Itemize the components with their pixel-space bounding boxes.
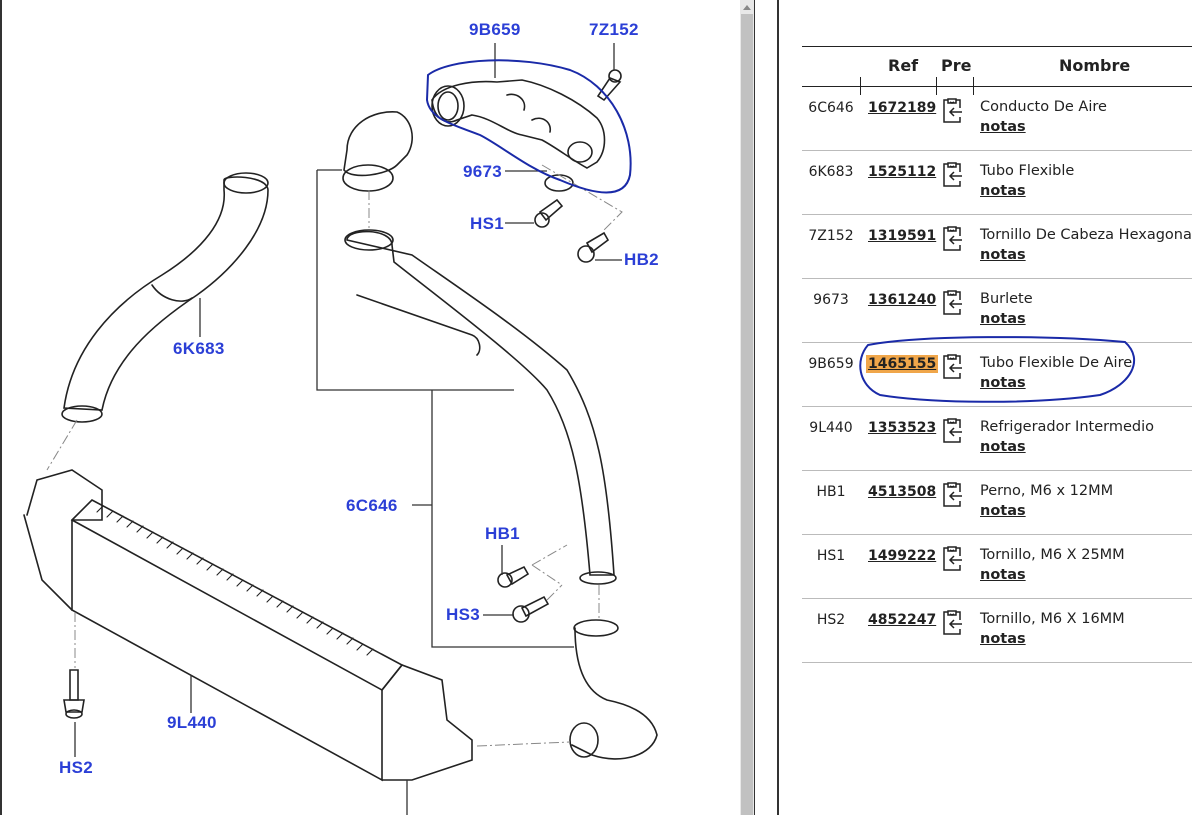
pane-divider [754, 0, 755, 815]
header-ref: Ref [888, 56, 919, 75]
part-ref-link[interactable]: 4852247 [868, 612, 937, 628]
diagram-scrollbar[interactable] [740, 0, 754, 815]
part-HS3-drawing [512, 595, 550, 623]
callout-HS2[interactable]: HS2 [59, 758, 93, 777]
callout-9673[interactable]: 9673 [463, 162, 503, 181]
part-6K683-drawing [61, 172, 269, 423]
callout-HS1[interactable]: HS1 [470, 214, 504, 233]
part-HS2-drawing [63, 669, 85, 719]
column-tick [973, 77, 974, 95]
part-HS1-drawing [534, 198, 564, 228]
part-name: Conducto De Aire [980, 99, 1107, 115]
clipboard-arrow-icon[interactable] [940, 289, 964, 317]
pane-divider [777, 0, 779, 815]
clipboard-arrow-icon[interactable] [940, 609, 964, 637]
part-ref-link[interactable]: 4513508 [868, 484, 937, 500]
table-body: 6C646 1672189 Conducto De Aire notas 6K6… [802, 87, 1192, 663]
notes-link[interactable]: notas [980, 247, 1026, 263]
header-pre: Pre [941, 56, 972, 75]
column-tick [860, 77, 861, 95]
parts-diagram: 9B659 7Z152 9673 HS1 HB2 6K683 6C646 HB1… [0, 0, 659, 815]
notes-link[interactable]: notas [980, 183, 1026, 199]
part-ref-link[interactable]: 1672189 [868, 100, 937, 116]
part-code: HS1 [816, 548, 846, 564]
notes-link[interactable]: notas [980, 311, 1026, 327]
clipboard-arrow-icon[interactable] [940, 97, 964, 125]
notes-link[interactable]: notas [980, 567, 1026, 583]
clipboard-arrow-icon[interactable] [940, 417, 964, 445]
part-7Z152-drawing [596, 69, 622, 102]
table-row[interactable]: 7Z152 1319591 Tornillo De Cabeza Hexagon… [802, 215, 1192, 279]
scroll-up-arrow-icon[interactable] [740, 0, 754, 14]
part-ref-link[interactable]: 1361240 [868, 292, 937, 308]
part-HB2-drawing [577, 231, 610, 263]
column-tick [936, 77, 937, 95]
part-name: Tornillo De Cabeza Hexagonal [980, 227, 1192, 243]
diagram-drawing [23, 43, 658, 815]
callout-HS3[interactable]: HS3 [446, 605, 480, 624]
part-name: Refrigerador Intermedio [980, 419, 1154, 435]
part-ref-link[interactable]: 1499222 [868, 548, 937, 564]
part-name: Tornillo, M6 X 16MM [980, 611, 1125, 627]
callout-9L440[interactable]: 9L440 [167, 713, 217, 732]
header-nombre: Nombre [1059, 56, 1131, 75]
callout-9B659[interactable]: 9B659 [469, 20, 521, 39]
table-row[interactable]: 9B659 1465155 Tubo Flexible De Aire nota… [802, 343, 1192, 407]
table-row[interactable]: 6C646 1672189 Conducto De Aire notas [802, 87, 1192, 151]
part-name: Burlete [980, 291, 1033, 307]
part-ref-link[interactable]: 1319591 [868, 228, 937, 244]
callout-HB2[interactable]: HB2 [624, 250, 659, 269]
clipboard-arrow-icon[interactable] [940, 481, 964, 509]
part-code: 7Z152 [808, 228, 854, 244]
part-code: HS2 [816, 612, 846, 628]
table-row[interactable]: 9673 1361240 Burlete notas [802, 279, 1192, 343]
part-ref-link[interactable]: 1525112 [868, 164, 937, 180]
table-row[interactable]: HB1 4513508 Perno, M6 x 12MM notas [802, 471, 1192, 535]
part-9673-drawing [544, 174, 574, 192]
table-row[interactable]: HS2 4852247 Tornillo, M6 X 16MM notas [802, 599, 1192, 663]
part-ref-link[interactable]: 1465155 [866, 355, 939, 373]
part-code: 9L440 [809, 420, 853, 436]
notes-link[interactable]: notas [980, 631, 1026, 647]
part-code: 9B659 [808, 356, 854, 372]
part-ref-link[interactable]: 1353523 [868, 420, 937, 436]
table-row[interactable]: HS1 1499222 Tornillo, M6 X 25MM notas [802, 535, 1192, 599]
callout-7Z152[interactable]: 7Z152 [589, 20, 639, 39]
scrollbar-thumb[interactable] [741, 14, 753, 815]
clipboard-arrow-icon[interactable] [940, 545, 964, 573]
part-code: 6C646 [808, 100, 854, 116]
notes-link[interactable]: notas [980, 375, 1026, 391]
callout-6K683[interactable]: 6K683 [173, 339, 225, 358]
callout-HB1[interactable]: HB1 [485, 524, 520, 543]
part-name: Tubo Flexible De Aire [980, 355, 1133, 371]
table-row[interactable]: 6K683 1525112 Tubo Flexible notas [802, 151, 1192, 215]
part-HB1-drawing [497, 565, 530, 588]
table-header: Ref Pre Nombre [802, 46, 1192, 95]
table-row[interactable]: 9L440 1353523 Refrigerador Intermedio no… [802, 407, 1192, 471]
part-9B659-drawing [431, 79, 606, 169]
parts-table: Ref Pre Nombre 6C646 1672189 Conducto De… [802, 46, 1192, 663]
part-name: Tornillo, M6 X 25MM [980, 547, 1125, 563]
clipboard-arrow-icon[interactable] [940, 353, 964, 381]
clipboard-arrow-icon[interactable] [940, 161, 964, 189]
clipboard-arrow-icon[interactable] [940, 225, 964, 253]
part-code: 6K683 [808, 164, 854, 180]
part-name: Tubo Flexible [980, 163, 1075, 179]
part-9L440-drawing [23, 469, 473, 782]
callout-6C646[interactable]: 6C646 [346, 496, 398, 515]
notes-link[interactable]: notas [980, 119, 1026, 135]
part-code: HB1 [816, 484, 846, 500]
notes-link[interactable]: notas [980, 439, 1026, 455]
part-name: Perno, M6 x 12MM [980, 483, 1114, 499]
notes-link[interactable]: notas [980, 503, 1026, 519]
part-code: 9673 [813, 292, 849, 308]
